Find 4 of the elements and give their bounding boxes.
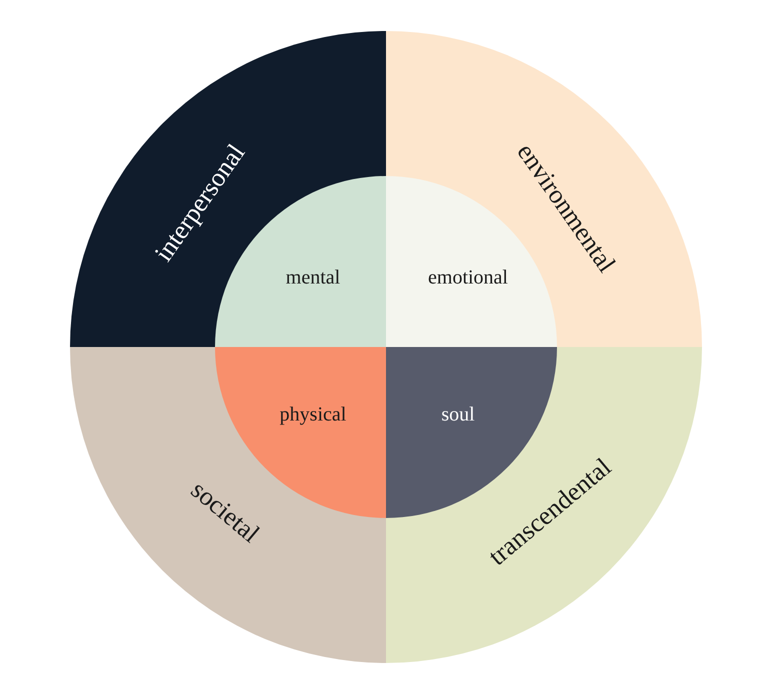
segment-label: emotional [428,266,508,290]
segment-label: physical [280,404,346,426]
segment-label: mental [286,266,340,290]
segment-label: soul [441,404,475,426]
